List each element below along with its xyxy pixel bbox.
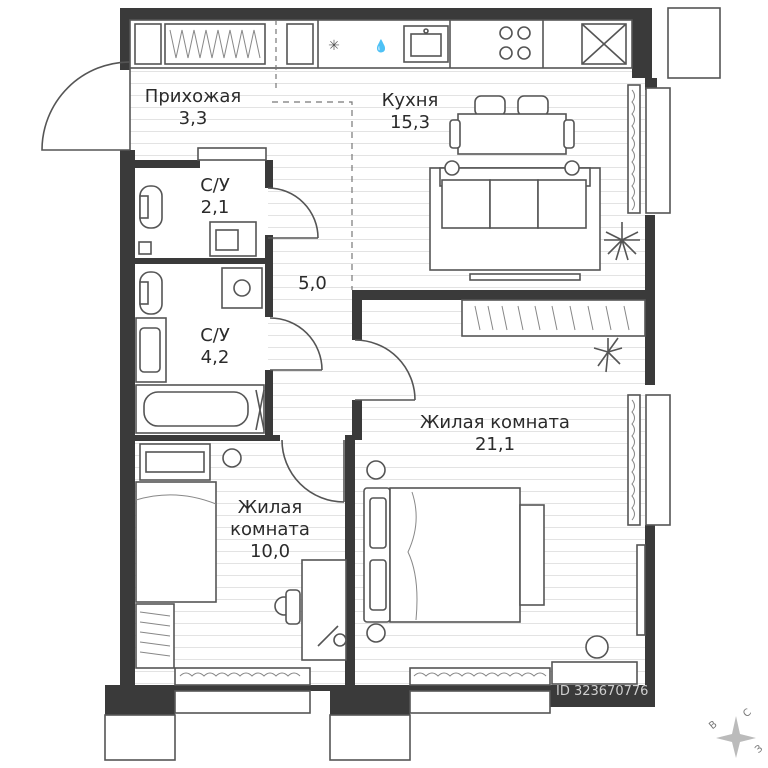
- svg-text:✳: ✳: [328, 38, 340, 54]
- room-label-kitchen: Кухня 15,3: [360, 90, 460, 134]
- entry-door: [41, 61, 131, 151]
- room-label-living-2: Жилая комната 10,0: [215, 497, 325, 563]
- room-area: 5,0: [298, 273, 327, 294]
- room-area: 2,1: [200, 197, 230, 218]
- room-area: 21,1: [474, 434, 516, 455]
- living-window: [593, 337, 671, 636]
- bathroom-2-fixtures: [135, 267, 323, 434]
- compass-rose-icon: [716, 716, 756, 758]
- room-area: 15,3: [389, 112, 431, 133]
- corridor-doors: [281, 339, 416, 503]
- bottom-window-1: [409, 667, 551, 714]
- plant: [604, 222, 640, 261]
- room-name: Жилая комната: [420, 412, 570, 433]
- room-name: Кухня: [381, 90, 439, 111]
- room-area: 4,2: [200, 347, 230, 368]
- dining-table: [449, 95, 575, 155]
- room-name: Жилая: [237, 497, 303, 518]
- wardrobe: [461, 299, 646, 337]
- room-name: комната: [230, 519, 310, 540]
- kitchen-window: [627, 7, 721, 214]
- bed-double: [363, 460, 638, 685]
- room-name: Прихожая: [144, 86, 242, 107]
- kitchen-counter: ✳ 💧: [129, 19, 633, 90]
- bathroom-1-fixtures: [138, 147, 319, 257]
- room-area: 10,0: [249, 541, 291, 562]
- room-label-living-1: Жилая комната 21,1: [400, 412, 590, 456]
- room-name: С/У: [200, 175, 230, 196]
- room-label-corridor: 5,0: [285, 273, 340, 295]
- room-area: 3,3: [178, 108, 208, 129]
- room-label-hallway: Прихожая 3,3: [128, 86, 258, 130]
- sofa: [429, 160, 601, 281]
- walls: [105, 8, 657, 715]
- watermark: ID 323670776: [556, 684, 649, 699]
- bedroom-small-fixtures: [104, 443, 411, 761]
- room-name: С/У: [200, 325, 230, 346]
- room-label-bathroom-1: С/У 2,1: [180, 175, 250, 219]
- room-label-bathroom-2: С/У 4,2: [180, 325, 250, 369]
- svg-text:💧: 💧: [374, 39, 389, 53]
- dashed-outline: [272, 101, 353, 290]
